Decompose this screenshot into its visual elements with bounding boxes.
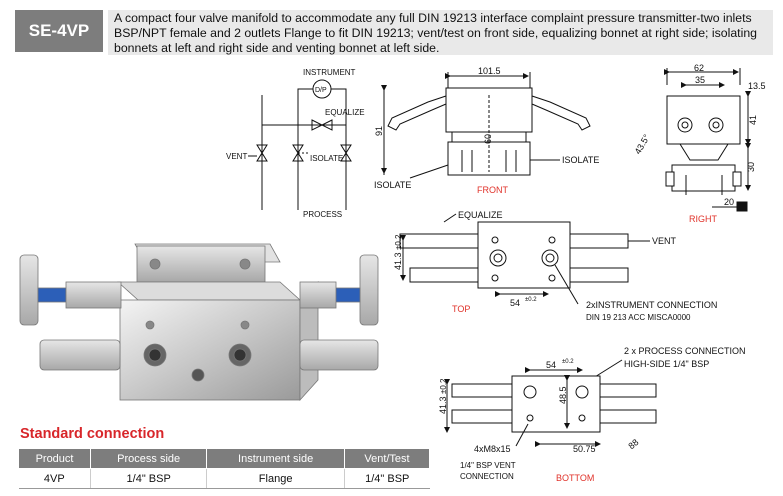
bottom-right-lower-valve (599, 409, 657, 424)
bottom-left-lower-valve (451, 409, 513, 424)
bottom-view-drawing: 2 x PROCESS CONNECTION HIGH-SIDE 1/4" BS… (438, 346, 746, 483)
right-dim-20: 20 (724, 197, 734, 207)
right-view-drawing: 62 35 13.5 41 30 43.5° 20 RIGHT (633, 63, 766, 224)
table-row: 4VP 1/4" BSP Flange 1/4" BSP (18, 468, 430, 489)
dp-symbol: D/P (315, 87, 327, 94)
right-dim-13-5: 13.5 (748, 81, 766, 91)
top-dim-41-3: 41.3 (393, 252, 403, 270)
top-connection-spec: DIN 19 213 ACC MISCA0000 (586, 313, 691, 322)
left-handle (19, 254, 39, 326)
model-badge: SE-4VP (15, 10, 103, 52)
table-header-row: Product Process side Instrument side Ven… (17, 448, 431, 469)
top-left-lower-valve (409, 267, 479, 283)
bottom-vent-label-1: 1/4" BSP VENT (460, 461, 516, 470)
front-dim-width: 101.5 (478, 66, 501, 76)
col-instrument-side: Instrument side (206, 448, 345, 469)
schematic-isolate-label: ISOLATE (310, 154, 343, 163)
front-isolate-left: ISOLATE (374, 180, 411, 190)
schematic-instrument-label: INSTRUMENT (303, 68, 356, 77)
cell-product: 4VP (18, 468, 91, 489)
schematic-process-label: PROCESS (303, 210, 342, 219)
bottom-dim-54: 54 (546, 360, 556, 370)
bottom-left-upper-valve (451, 383, 513, 398)
col-vent-test: Vent/Test (343, 448, 431, 469)
bottom-tol-41-3: ±0.2 (439, 378, 448, 394)
right-handle (359, 254, 379, 326)
schematic-vent-label: VENT (226, 152, 247, 161)
product-description: A compact four valve manifold to accommo… (108, 10, 773, 55)
bottom-process-label-1: 2 x PROCESS CONNECTION (624, 346, 746, 356)
bottom-vent-label-2: CONNECTION (460, 472, 514, 481)
top-connection-label: 2xINSTRUMENT CONNECTION (586, 300, 717, 310)
bottom-right-upper-valve (599, 383, 657, 398)
col-process-side: Process side (90, 448, 208, 469)
front-dim-height: 91 (374, 126, 384, 136)
top-tol-54: ±0.2 (525, 297, 537, 303)
right-dim-35: 35 (695, 75, 705, 85)
top-right-upper-valve (569, 233, 629, 249)
bottom-dim-50-75: 50.75 (573, 444, 596, 454)
front-dim-inner: 60 (483, 134, 493, 144)
right-blue-cap (333, 287, 361, 303)
front-view-title: FRONT (477, 185, 508, 195)
right-lower-valve (299, 339, 379, 371)
front-view-drawing: 101.5 60 91 ISOLATE ISOLATE FRONT (374, 66, 599, 195)
right-body (666, 95, 741, 145)
standard-connection-table: Product Process side Instrument side Ven… (17, 448, 431, 489)
bottom-view-title: BOTTOM (556, 473, 594, 483)
bottom-process-label-2: HIGH-SIDE 1/4" BSP (624, 359, 709, 369)
top-vent-label: VENT (652, 236, 677, 246)
col-product: Product (17, 448, 92, 469)
isolate-valve-left-icon (292, 144, 304, 162)
standard-connection-title: Standard connection (20, 426, 165, 442)
top-tol-41-3: ±0.2 (394, 234, 403, 250)
bottom-body (511, 375, 601, 433)
valve-schematic: INSTRUMENT D/P EQUALIZE ISOLATE VENT PRO… (226, 68, 365, 219)
front-isolate-right: ISOLATE (562, 155, 599, 165)
isolate-valve-right-icon (340, 144, 352, 162)
top-dim-54: 54 (510, 298, 520, 308)
front-right-valve (531, 95, 591, 131)
bottom-tol-54: ±0.2 (562, 359, 574, 365)
bottom-dim-41-3: 41.3 (438, 396, 448, 414)
right-dim-41: 41 (748, 115, 758, 125)
top-equalize-label: EQUALIZE (458, 210, 503, 220)
cell-vent-test: 1/4" BSP (343, 468, 430, 489)
bottom-dim-88: 88 (626, 437, 640, 451)
top-left-upper-valve (399, 233, 479, 249)
left-lower-valve (39, 339, 121, 371)
cell-process-side: 1/4" BSP (90, 468, 207, 489)
schematic-equalize-label: EQUALIZE (325, 108, 365, 117)
manifold-product-image (19, 243, 379, 402)
right-view-title: RIGHT (689, 214, 718, 224)
vent-valve-icon (256, 144, 268, 162)
equalize-valve-icon (311, 119, 333, 131)
right-dim-30: 30 (746, 162, 756, 172)
top-right-lower-valve (569, 267, 629, 283)
left-blue-cap (37, 287, 67, 303)
front-left-valve (387, 95, 447, 131)
bottom-bolts-label: 4xM8x15 (474, 444, 511, 454)
right-flange (671, 164, 736, 192)
right-angle: 43.5° (633, 132, 652, 156)
cell-instrument-side: Flange (206, 468, 345, 489)
top-view-title: TOP (452, 304, 470, 314)
top-view-drawing: EQUALIZE VENT 41.3 ±0.2 54 ±0.2 2xINSTRU… (393, 210, 717, 322)
bottom-dim-48-5: 48.5 (558, 386, 568, 404)
right-dim-62: 62 (694, 63, 704, 73)
